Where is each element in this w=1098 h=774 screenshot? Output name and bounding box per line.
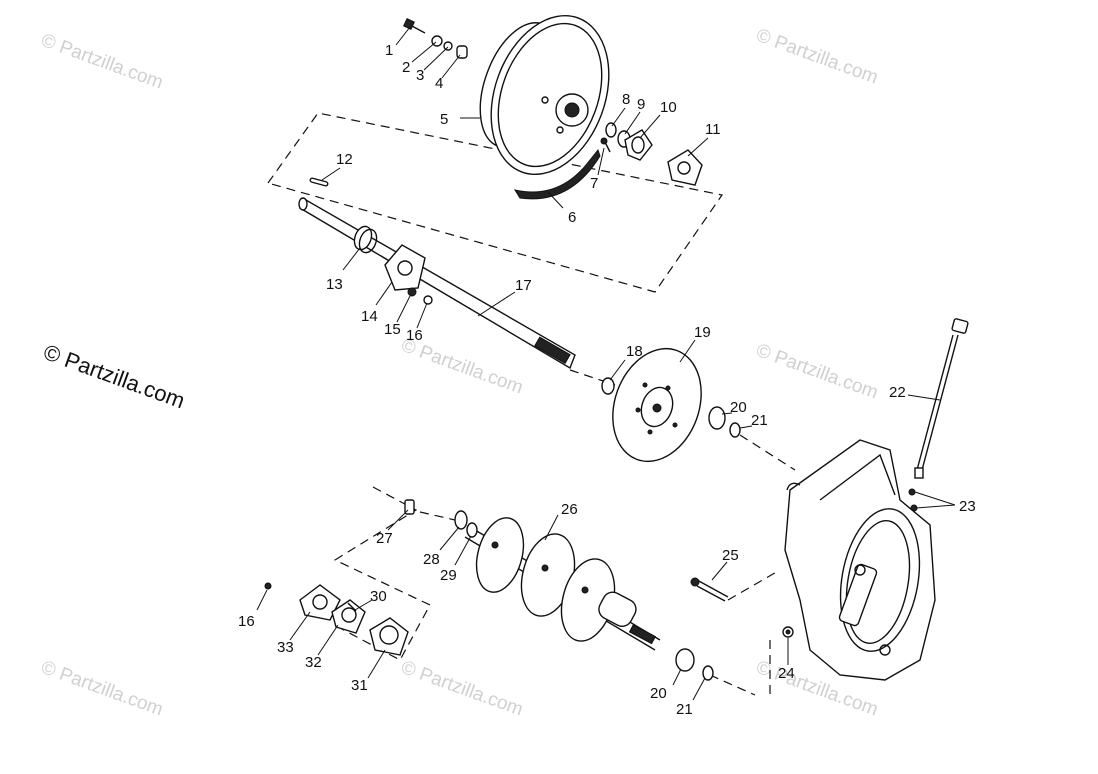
callout-27: 27 [376, 530, 393, 547]
callout-16a: 16 [406, 327, 423, 344]
dashed-outline-left [333, 486, 431, 661]
watermark: © Partzilla.com [398, 335, 525, 399]
watermark: © Partzilla.com [398, 657, 525, 721]
flange-part-31 [369, 617, 409, 656]
callout-labels: 1 2 3 4 5 6 7 8 9 10 11 12 13 14 15 16 1… [238, 42, 976, 718]
callout-29: 29 [440, 567, 457, 584]
drive-shaft-part-26 [464, 517, 661, 651]
bearing-part-20a [708, 406, 726, 430]
callout-31: 31 [351, 677, 368, 694]
washer-part-29 [466, 522, 478, 538]
callout-13: 13 [326, 276, 343, 293]
callout-32: 32 [305, 654, 322, 671]
callout-7: 7 [590, 175, 598, 192]
watermark-main: © Partzilla.com [40, 339, 188, 413]
callout-22: 22 [889, 384, 906, 401]
callout-8: 8 [622, 91, 630, 108]
callout-15: 15 [384, 321, 401, 338]
dipstick-part-22 [914, 318, 969, 479]
bolt-part-7 [600, 137, 611, 153]
watermark: © Partzilla.com [38, 30, 165, 94]
callout-12: 12 [336, 151, 353, 168]
callout-30: 30 [370, 588, 387, 605]
callout-21a: 21 [751, 412, 768, 429]
driven-pulley-part-5 [479, 14, 610, 176]
watermark: © Partzilla.com [753, 340, 880, 404]
callout-18: 18 [626, 343, 643, 360]
callout-4: 4 [435, 75, 443, 92]
callout-24: 24 [778, 665, 795, 682]
callout-26: 26 [561, 501, 578, 518]
dashed-centerlines [419, 369, 796, 700]
pin-part-30 [347, 602, 357, 612]
callout-16b: 16 [238, 613, 255, 630]
snap-ring-part-18 [601, 377, 615, 395]
callout-2: 2 [402, 59, 410, 76]
bearing-plate-part-11 [667, 149, 703, 186]
ring-part-21a [729, 422, 741, 438]
callout-6: 6 [568, 209, 576, 226]
watermark: © Partzilla.com [38, 657, 165, 721]
callout-11: 11 [705, 121, 721, 138]
nut-part-24 [782, 626, 794, 638]
callout-1: 1 [385, 42, 393, 59]
bearing-part-20b [675, 648, 695, 672]
seal-part-28 [454, 510, 468, 530]
callout-10: 10 [660, 99, 677, 116]
ring-part-21b [702, 665, 714, 681]
callout-5: 5 [440, 111, 448, 128]
key-part-12 [309, 177, 329, 187]
chain-part-6 [513, 148, 601, 200]
callout-19: 19 [694, 324, 711, 341]
callout-9: 9 [637, 96, 645, 113]
gasket-part-32 [331, 599, 366, 634]
callout-20b: 20 [650, 685, 667, 702]
bolt-part-1 [403, 18, 426, 34]
washer-part-15 [407, 287, 417, 297]
chaincase-housing [784, 439, 936, 681]
callout-25: 25 [722, 547, 739, 564]
nut-part-16 [423, 295, 433, 305]
flange-part-14 [384, 244, 426, 291]
callout-28: 28 [423, 551, 440, 568]
callout-21b: 21 [676, 701, 693, 718]
dashed-outline-top [267, 112, 724, 293]
callout-3: 3 [416, 67, 424, 84]
nut-part-16b [264, 582, 272, 590]
callout-20a: 20 [730, 399, 747, 416]
washer-part-8 [605, 122, 617, 138]
plate-part-10 [624, 129, 653, 161]
callout-17: 17 [515, 277, 532, 294]
washer-part-3 [443, 41, 453, 51]
brake-disc-part-19 [612, 347, 702, 463]
watermark-group: © Partzilla.com © Partzilla.com © Partzi… [38, 25, 880, 721]
bolt-part-25 [690, 577, 729, 602]
callout-14: 14 [361, 308, 378, 325]
callout-33: 33 [277, 639, 294, 656]
watermark: © Partzilla.com [753, 25, 880, 89]
callout-23: 23 [959, 498, 976, 515]
